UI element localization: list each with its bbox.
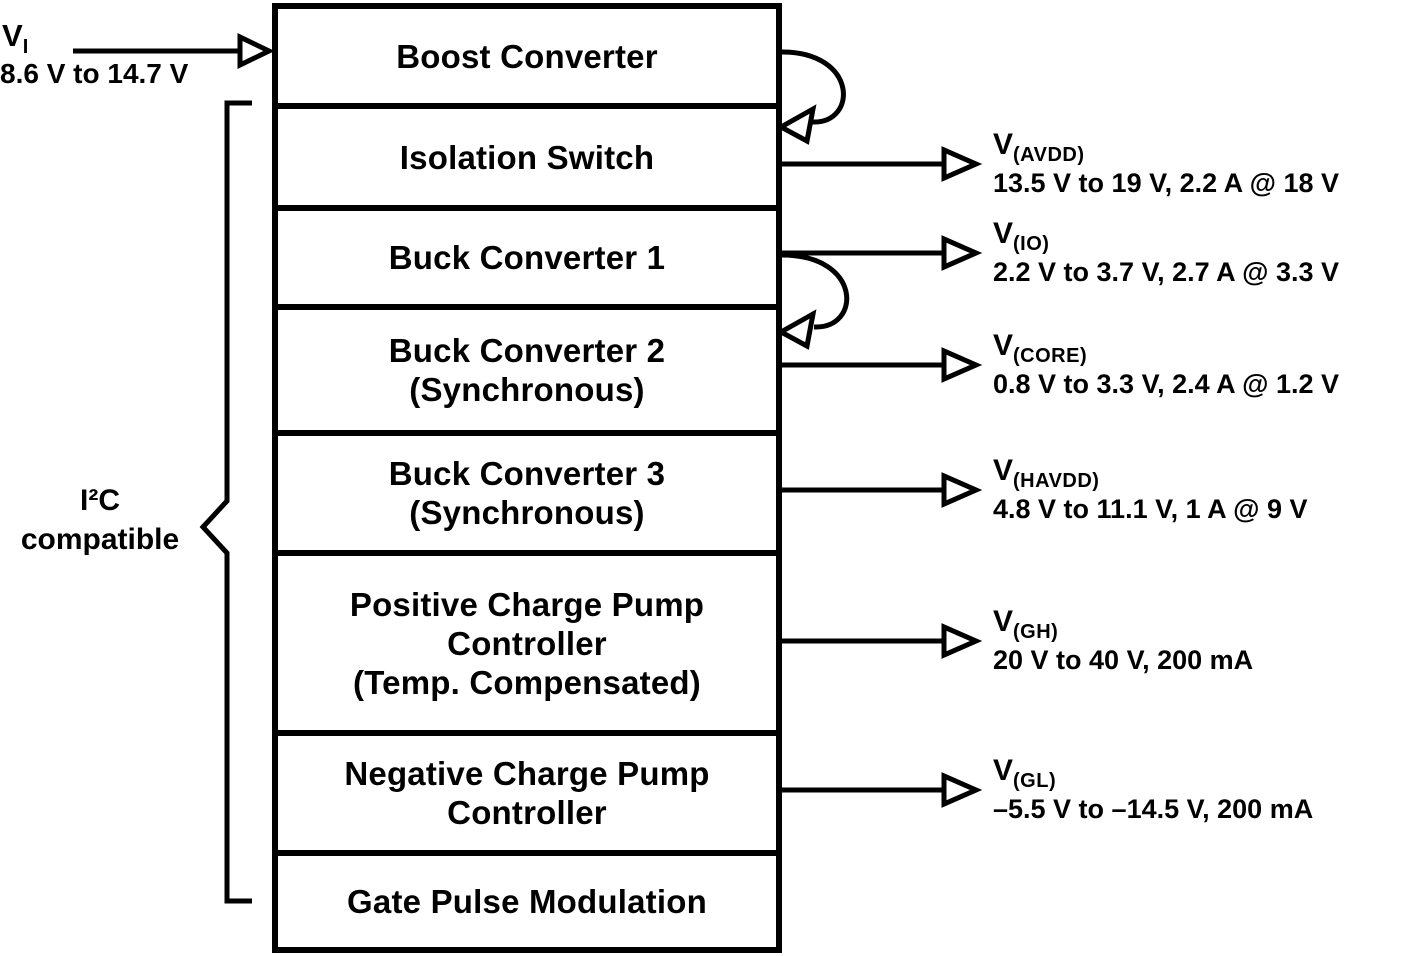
output-label-io: V(IO) 2.2 V to 3.7 V, 2.7 A @ 3.3 V: [993, 215, 1339, 291]
block-isolation-switch: Isolation Switch: [278, 103, 776, 205]
output-symbol: V(HAVDD): [993, 452, 1308, 492]
feedback-arrow-buck1-buck2: [775, 252, 850, 350]
output-spec: 2.2 V to 3.7 V, 2.7 A @ 3.3 V: [993, 257, 1340, 287]
output-spec: 13.5 V to 19 V, 2.2 A @ 18 V: [993, 168, 1340, 198]
output-symbol: V(IO): [993, 215, 1339, 255]
output-symbol-subscript: (GH): [1013, 621, 1059, 643]
output-arrow-gl: [782, 772, 983, 808]
output-arrow-avdd: [782, 146, 983, 182]
output-label-core: V(CORE) 0.8 V to 3.3 V, 2.4 A @ 1.2 V: [993, 327, 1339, 403]
output-symbol: V(AVDD): [993, 126, 1339, 166]
block-gate-pulse-modulation: Gate Pulse Modulation: [278, 850, 776, 947]
input-voltage-symbol: VI: [2, 18, 28, 57]
output-spec: 4.8 V to 11.1 V, 1 A @ 9 V: [993, 494, 1308, 524]
output-label-gh: V(GH) 20 V to 40 V, 200 mA: [993, 603, 1253, 679]
output-symbol-text: V: [993, 329, 1014, 362]
i2c-brace: [199, 100, 252, 904]
output-spec: 20 V to 40 V, 200 mA: [993, 645, 1254, 675]
output-symbol-subscript: (CORE): [1013, 345, 1088, 367]
output-symbol-subscript: (GL): [1013, 770, 1057, 792]
output-symbol-text: V: [993, 754, 1014, 787]
output-arrow-havdd: [782, 472, 983, 508]
output-spec: 0.8 V to 3.3 V, 2.4 A @ 1.2 V: [993, 369, 1340, 399]
output-label-gl: V(GL) –5.5 V to –14.5 V, 200 mA: [993, 752, 1313, 828]
block-buck-converter-3: Buck Converter 3 (Synchronous): [278, 430, 776, 550]
output-arrow-core: [782, 347, 983, 383]
i2c-compatible-label: I²C compatible: [20, 484, 180, 556]
output-symbol-text: V: [993, 128, 1014, 161]
input-voltage-range: 8.6 V to 14.7 V: [0, 58, 189, 89]
output-symbol-text: V: [993, 217, 1014, 250]
converter-block-stack: Boost Converter Isolation Switch Buck Co…: [272, 3, 782, 953]
block-negative-charge-pump: Negative Charge Pump Controller: [278, 730, 776, 850]
output-label-havdd: V(HAVDD) 4.8 V to 11.1 V, 1 A @ 9 V: [993, 452, 1308, 528]
output-symbol: V(GH): [993, 603, 1253, 643]
block-buck-converter-2: Buck Converter 2 (Synchronous): [278, 304, 776, 430]
output-symbol-text: V: [993, 605, 1014, 638]
output-arrow-gh: [782, 623, 983, 659]
block-buck-converter-1: Buck Converter 1: [278, 205, 776, 304]
block-positive-charge-pump: Positive Charge Pump Controller (Temp. C…: [278, 550, 776, 730]
output-symbol: V(CORE): [993, 327, 1339, 367]
block-boost-converter: Boost Converter: [396, 37, 658, 75]
output-symbol-subscript: (AVDD): [1013, 144, 1085, 166]
output-symbol-subscript: (HAVDD): [1013, 470, 1100, 492]
output-symbol: V(GL): [993, 752, 1313, 792]
input-arrow: [73, 33, 275, 69]
output-arrow-io: [782, 235, 983, 271]
output-symbol-subscript: (IO): [1013, 233, 1050, 255]
input-symbol-text: V: [2, 18, 23, 53]
output-spec: –5.5 V to –14.5 V, 200 mA: [993, 794, 1314, 824]
output-label-avdd: V(AVDD) 13.5 V to 19 V, 2.2 A @ 18 V: [993, 126, 1339, 202]
input-symbol-subscript: I: [22, 36, 29, 59]
feedback-arrow-boost-isolation: [775, 49, 846, 145]
output-symbol-text: V: [993, 454, 1014, 487]
